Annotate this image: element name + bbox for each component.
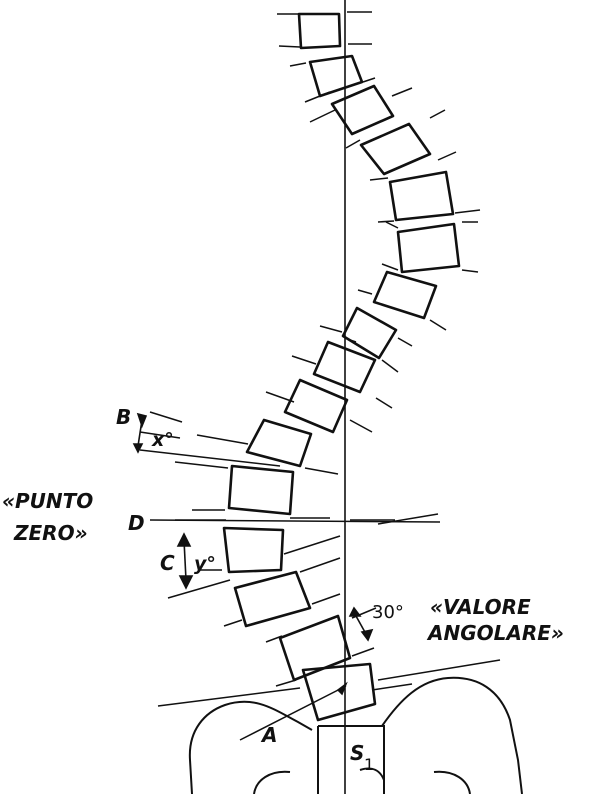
- vertebra-11: [245, 418, 313, 468]
- vertebra-6: [396, 222, 461, 274]
- label-a: A: [260, 723, 277, 747]
- label-y-angle: y°: [194, 553, 216, 575]
- vertebra-5: [388, 170, 455, 222]
- vertebra-4: [359, 122, 432, 176]
- vertebra-10: [283, 378, 349, 434]
- label-s-subscript: 1: [364, 755, 374, 774]
- vertebra-15: [278, 614, 352, 682]
- vertebra-3: [330, 84, 395, 136]
- label-30-degrees: 30°: [372, 602, 404, 623]
- label-angolare: ANGOLARE»: [426, 621, 564, 645]
- vertebra-8: [341, 306, 398, 360]
- right-iliac: [381, 676, 523, 794]
- vertebra-9: [312, 340, 377, 394]
- left-iliac: [188, 700, 313, 794]
- label-c: C: [160, 551, 175, 575]
- label-punto: «PUNTO: [2, 489, 93, 513]
- angle-arrows: [132, 412, 374, 696]
- vertebra-13: [222, 526, 285, 574]
- vertebra-1: [297, 12, 342, 50]
- vertebrae: [222, 12, 461, 722]
- label-valore: «VALORE: [430, 595, 531, 619]
- vertebra-14: [233, 570, 312, 628]
- label-x-angle: x°: [151, 429, 174, 451]
- label-b: B: [116, 405, 131, 429]
- sacrum: [317, 725, 385, 794]
- left-foramen: [253, 770, 291, 794]
- tangent-lines: [139, 11, 501, 741]
- label-s: S: [350, 741, 364, 765]
- vertebra-2: [308, 54, 364, 98]
- label-d: D: [128, 511, 145, 535]
- pelvis-outline: [188, 676, 523, 794]
- label-zero: ZERO»: [13, 521, 88, 545]
- vertebra-12: [227, 464, 295, 516]
- right-foramen: [433, 770, 471, 794]
- vertebra-7: [372, 270, 438, 320]
